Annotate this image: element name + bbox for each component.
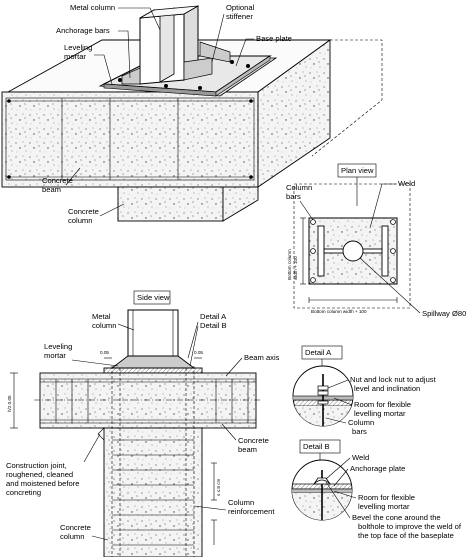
detail-a-room-2: levelling mortar xyxy=(354,409,406,418)
side-view-title: Side view xyxy=(137,293,170,302)
label-concrete-beam-1: Concrete xyxy=(42,176,73,185)
label-concrete-column-1: Concrete xyxy=(68,207,99,216)
side-label-construction-joint-2: roughened, cleaned xyxy=(6,470,73,479)
beam-rebar-cage xyxy=(5,97,255,181)
detail-b-bevel-3: the top face of the baseplate xyxy=(358,531,454,540)
plan-view-title: Plan view xyxy=(341,166,374,175)
detail-a: Detail A Nut and lock nut to adjust leve… xyxy=(292,345,437,436)
metal-column-iso xyxy=(121,5,231,85)
label-concrete-beam-2: beam xyxy=(42,185,61,194)
side-label-concrete-column-1: Concrete xyxy=(60,523,91,532)
side-label-detail-a: Detail A xyxy=(200,312,227,321)
side-label-beam-axis: Beam axis xyxy=(244,353,280,362)
label-base-plate: Base plate xyxy=(256,34,292,43)
detail-a-bars: bars xyxy=(352,427,367,436)
side-column-reinforcement xyxy=(111,366,195,557)
plan-spillway-hole xyxy=(342,240,364,262)
side-label-metal: Metal xyxy=(92,312,111,321)
plan-label-weld: Weld xyxy=(398,179,415,188)
side-label-beam: beam xyxy=(238,445,257,454)
side-dim-left: 0.05 xyxy=(100,350,109,355)
plan-label-spillway: Spillway Ø80 xyxy=(422,309,466,318)
label-optional: Optional xyxy=(226,3,255,12)
detail-a-column: Column xyxy=(348,418,374,427)
plan-bolts xyxy=(310,219,396,283)
side-dim-column: s ≤ 8 cm xyxy=(216,479,221,496)
label-mortar: mortar xyxy=(64,52,86,61)
side-concrete-column xyxy=(103,427,203,557)
concrete-column-iso xyxy=(117,186,224,222)
detail-a-room-1: Room for flexible xyxy=(354,400,411,409)
plan-dim-horizontal: Bottom column width + 100 xyxy=(311,309,367,314)
detail-a-nut-2: level and inclination xyxy=(354,384,420,393)
label-concrete-column-2: column xyxy=(68,216,92,225)
detail-b-room-2: levelling mortar xyxy=(358,502,410,511)
side-metal-column xyxy=(127,309,179,357)
concrete-beam-front-face xyxy=(1,91,259,188)
label-metal-column: Metal column xyxy=(70,3,115,12)
side-label-column-reinf-2: reinforcement xyxy=(228,507,275,516)
detail-b-weld: Weld xyxy=(352,453,369,462)
plan-dim-vertical-2: width + 100 xyxy=(293,256,298,280)
label-anchorage-bars: Anchorage bars xyxy=(56,26,110,35)
side-label-column: column xyxy=(92,321,116,330)
plan-dim-vertical-1: Bottom column xyxy=(287,249,292,280)
detail-b-title: Detail B xyxy=(303,442,330,451)
side-leveling-mortar xyxy=(110,355,196,369)
side-label-construction-joint-1: Construction joint, xyxy=(6,461,67,470)
detail-b-bevel-1: Bevel the cone around the xyxy=(352,513,441,522)
side-beam-stirrups xyxy=(55,379,249,423)
side-label-leveling: Leveling xyxy=(44,342,72,351)
side-view: Side view xyxy=(6,290,280,557)
label-stiffener: stiffener xyxy=(226,12,253,21)
plan-view: Plan view Bottom column width + 100 xyxy=(286,163,466,318)
detail-b-bevel-2: bolthole to improve the weld of xyxy=(358,522,462,531)
detail-b: Detail B Weld Anchorage plate Room for f… xyxy=(291,439,462,540)
detail-a-title: Detail A xyxy=(305,348,332,357)
side-label-construction-joint-3: and moistened before xyxy=(6,479,79,488)
isometric-view: Metal column Optional stiffener Anchorag… xyxy=(1,3,383,225)
plan-label-bars: bars xyxy=(286,192,301,201)
side-label-construction-joint-4: concreting xyxy=(6,488,41,497)
side-label-detail-b: Detail B xyxy=(200,321,227,330)
side-label-column-reinf-1: Column xyxy=(228,498,254,507)
detail-a-nut-1: Nut and lock nut to adjust xyxy=(350,375,437,384)
side-dim-beam-height: h/2 0.05 xyxy=(7,395,12,412)
label-leveling: Leveling xyxy=(64,43,92,52)
detail-b-room-1: Room for flexible xyxy=(358,493,415,502)
detail-b-anchorage-plate: Anchorage plate xyxy=(350,464,405,473)
side-base-plate xyxy=(103,367,203,374)
side-dim-right: 0.05 xyxy=(194,350,203,355)
side-label-mortar: mortar xyxy=(44,351,66,360)
side-label-concrete-column-2: column xyxy=(60,532,84,541)
side-label-concrete-1: Concrete xyxy=(238,436,269,445)
plan-label-column: Column xyxy=(286,183,312,192)
